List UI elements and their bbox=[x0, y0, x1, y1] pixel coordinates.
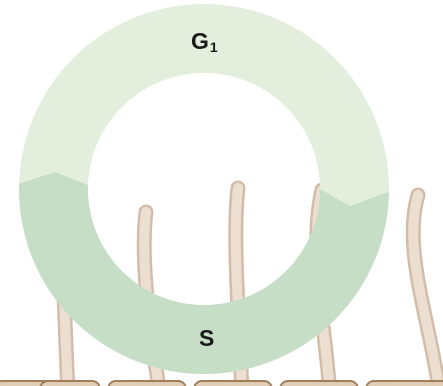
g1-letter: G bbox=[191, 28, 209, 54]
s-phase-label: S bbox=[199, 325, 215, 351]
base-cell bbox=[39, 380, 101, 386]
filament bbox=[405, 187, 443, 386]
base-cell bbox=[279, 380, 359, 386]
s-phase-arc bbox=[19, 172, 389, 374]
g1-subscript: 1 bbox=[209, 39, 218, 55]
base-cell bbox=[365, 380, 443, 386]
base-cell bbox=[193, 380, 273, 386]
base-cell bbox=[107, 380, 187, 386]
base-cell-row bbox=[0, 380, 443, 386]
g1-phase-label: G1 bbox=[191, 28, 218, 55]
